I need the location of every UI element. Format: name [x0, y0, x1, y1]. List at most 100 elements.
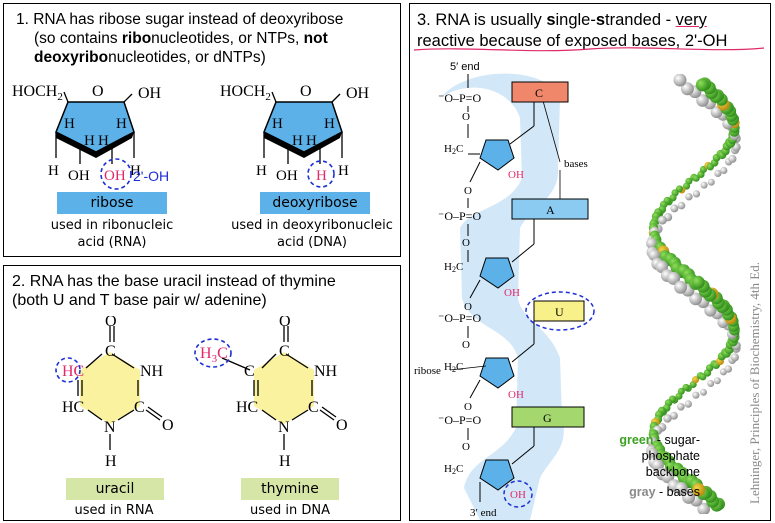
- deoxyribose-caption-line2: acid (DNA): [277, 235, 347, 250]
- svg-text:H: H: [105, 453, 117, 466]
- panel-single-stranded: 3. RNA is usually single-stranded - very…: [409, 3, 771, 521]
- svg-text:O: O: [300, 83, 312, 100]
- legend-gray-line: gray - bases: [588, 484, 700, 500]
- svg-text:OH: OH: [276, 168, 298, 184]
- legend-green: green: [619, 433, 654, 447]
- helix-atom: [692, 376, 700, 384]
- svg-text:O: O: [462, 339, 470, 351]
- ribose-label: ribose: [57, 192, 167, 214]
- svg-text:OH: OH: [138, 85, 162, 102]
- svg-text:H: H: [84, 133, 95, 149]
- svg-text:O: O: [464, 401, 472, 413]
- helix-atom: [730, 353, 739, 362]
- svg-text:O: O: [92, 83, 104, 100]
- svg-text:H: H: [272, 116, 283, 132]
- svg-text:O: O: [462, 441, 470, 453]
- helix-atom: [714, 169, 722, 177]
- svg-text:⁻O–P=O: ⁻O–P=O: [438, 413, 481, 427]
- svg-text:H2C: H2C: [444, 143, 463, 156]
- thymine-caption: used in DNA: [249, 503, 330, 518]
- svg-text:N: N: [104, 419, 116, 436]
- helix-legend: green - sugar- phosphate backbone gray -…: [588, 432, 700, 500]
- rna-strand-diagram: 5′ end ⁻O–P=O O H2C OH O ⁻O–P=O O H2C OH…: [414, 61, 595, 520]
- helix-atom: [720, 166, 728, 175]
- thymine-structure: O C NH C O N H C HC H3C: [194, 316, 348, 466]
- ribose-caption: used in ribonucleic acid (RNA): [22, 217, 202, 251]
- deoxyribose-caption: used in deoxyribonucleic acid (DNA): [214, 217, 410, 251]
- five-prime-end: 5′ end: [450, 61, 480, 73]
- base-g: G: [543, 411, 552, 425]
- svg-text:O: O: [105, 316, 117, 330]
- ribose-caption-line1: used in ribonucleic: [50, 218, 174, 233]
- credit-text: Lehninger, Principles of Biochemistry, 4…: [747, 74, 767, 504]
- helix-atom: [685, 193, 693, 201]
- helix-atom: [724, 365, 733, 373]
- svg-text:HOCH2: HOCH2: [220, 83, 271, 103]
- panel3-title-a: 3. RNA is usually: [417, 11, 547, 29]
- legend-line3: backbone: [645, 465, 700, 479]
- panel3-title-s2: s: [595, 11, 606, 29]
- panel1-line2-bold: ribo: [121, 30, 152, 47]
- three-prime-end: 3′ end: [470, 507, 497, 519]
- helix-atom: [670, 204, 679, 213]
- pink-underline-scribble: [413, 47, 765, 52]
- svg-text:O: O: [464, 301, 472, 313]
- svg-text:OH: OH: [508, 169, 524, 181]
- helix-atom: [674, 280, 688, 294]
- svg-text:H: H: [98, 133, 109, 149]
- helix-atom: [677, 201, 686, 210]
- helix-atom: [663, 414, 672, 423]
- panel1-line3-rest: nucleotides, or dNTPs): [108, 49, 266, 66]
- svg-text:OH: OH: [508, 389, 524, 401]
- svg-text:N: N: [278, 419, 290, 436]
- svg-text:OH: OH: [68, 168, 90, 184]
- panel1-line2: (so contains ribonucleotides, or NTPs, n…: [16, 29, 343, 48]
- helix-atom: [713, 377, 721, 385]
- uracil-caption: used in RNA: [74, 503, 154, 518]
- svg-text:⁻O–P=O: ⁻O–P=O: [438, 311, 481, 325]
- svg-text:H2C: H2C: [444, 463, 463, 476]
- helix-atom: [692, 174, 700, 182]
- panel3-title-underlined: very: [675, 11, 707, 29]
- svg-text:H2C: H2C: [444, 261, 463, 274]
- credit-text-rotated: Lehninger, Principles of Biochemistry, 4…: [747, 262, 762, 504]
- svg-text:H2C: H2C: [444, 361, 463, 374]
- panel3-heading: 3. RNA is usually single-stranded - very…: [417, 10, 727, 52]
- svg-text:⁻O–P=O: ⁻O–P=O: [438, 209, 481, 223]
- panel1-line2-a: (so contains: [34, 30, 122, 47]
- helix-atom: [728, 154, 737, 163]
- svg-text:HC: HC: [236, 399, 258, 416]
- svg-text:NH: NH: [140, 363, 164, 380]
- helix-atom: [707, 178, 715, 186]
- helix-atom: [684, 400, 692, 408]
- svg-text:H: H: [48, 163, 59, 179]
- svg-text:H: H: [279, 453, 291, 466]
- svg-text:HOCH2: HOCH2: [12, 83, 63, 103]
- legend-green-rest: - sugar-: [653, 433, 700, 447]
- panel2-line1: 2. RNA has the base uracil instead of th…: [12, 273, 336, 290]
- panel3-title-s1: s: [546, 11, 556, 29]
- svg-text:C: C: [244, 363, 255, 380]
- svg-text:OH: OH: [104, 168, 126, 184]
- helix-atom: [674, 482, 688, 495]
- panel2-line2: (both U and T base pair w/ adenine): [12, 292, 267, 309]
- svg-text:H: H: [324, 116, 335, 132]
- helix-atom: [695, 78, 709, 92]
- svg-text:H3C: H3C: [200, 345, 228, 365]
- ribose-structure: HOCH2 O OH H H H H H H OH OH: [12, 83, 162, 190]
- svg-text:OH: OH: [504, 287, 520, 299]
- helix-atom: [696, 94, 709, 107]
- helix-atom: [700, 388, 707, 396]
- legend-gray-rest: - bases: [655, 485, 700, 499]
- uracil-structure: O C NH C O N H HC HC: [55, 316, 174, 466]
- helix-atom: [704, 304, 717, 317]
- helix-atom: [682, 490, 696, 504]
- rna-helix-model: [646, 74, 741, 514]
- svg-text:H: H: [116, 116, 127, 132]
- svg-text:C: C: [134, 399, 145, 416]
- panel3-title-c: tranded -: [605, 11, 676, 29]
- helix-atom: [692, 391, 700, 399]
- panel1-line3-bold: deoxyribo: [34, 49, 109, 66]
- thymine-label: thymine: [241, 478, 339, 500]
- base-a: A: [546, 203, 555, 217]
